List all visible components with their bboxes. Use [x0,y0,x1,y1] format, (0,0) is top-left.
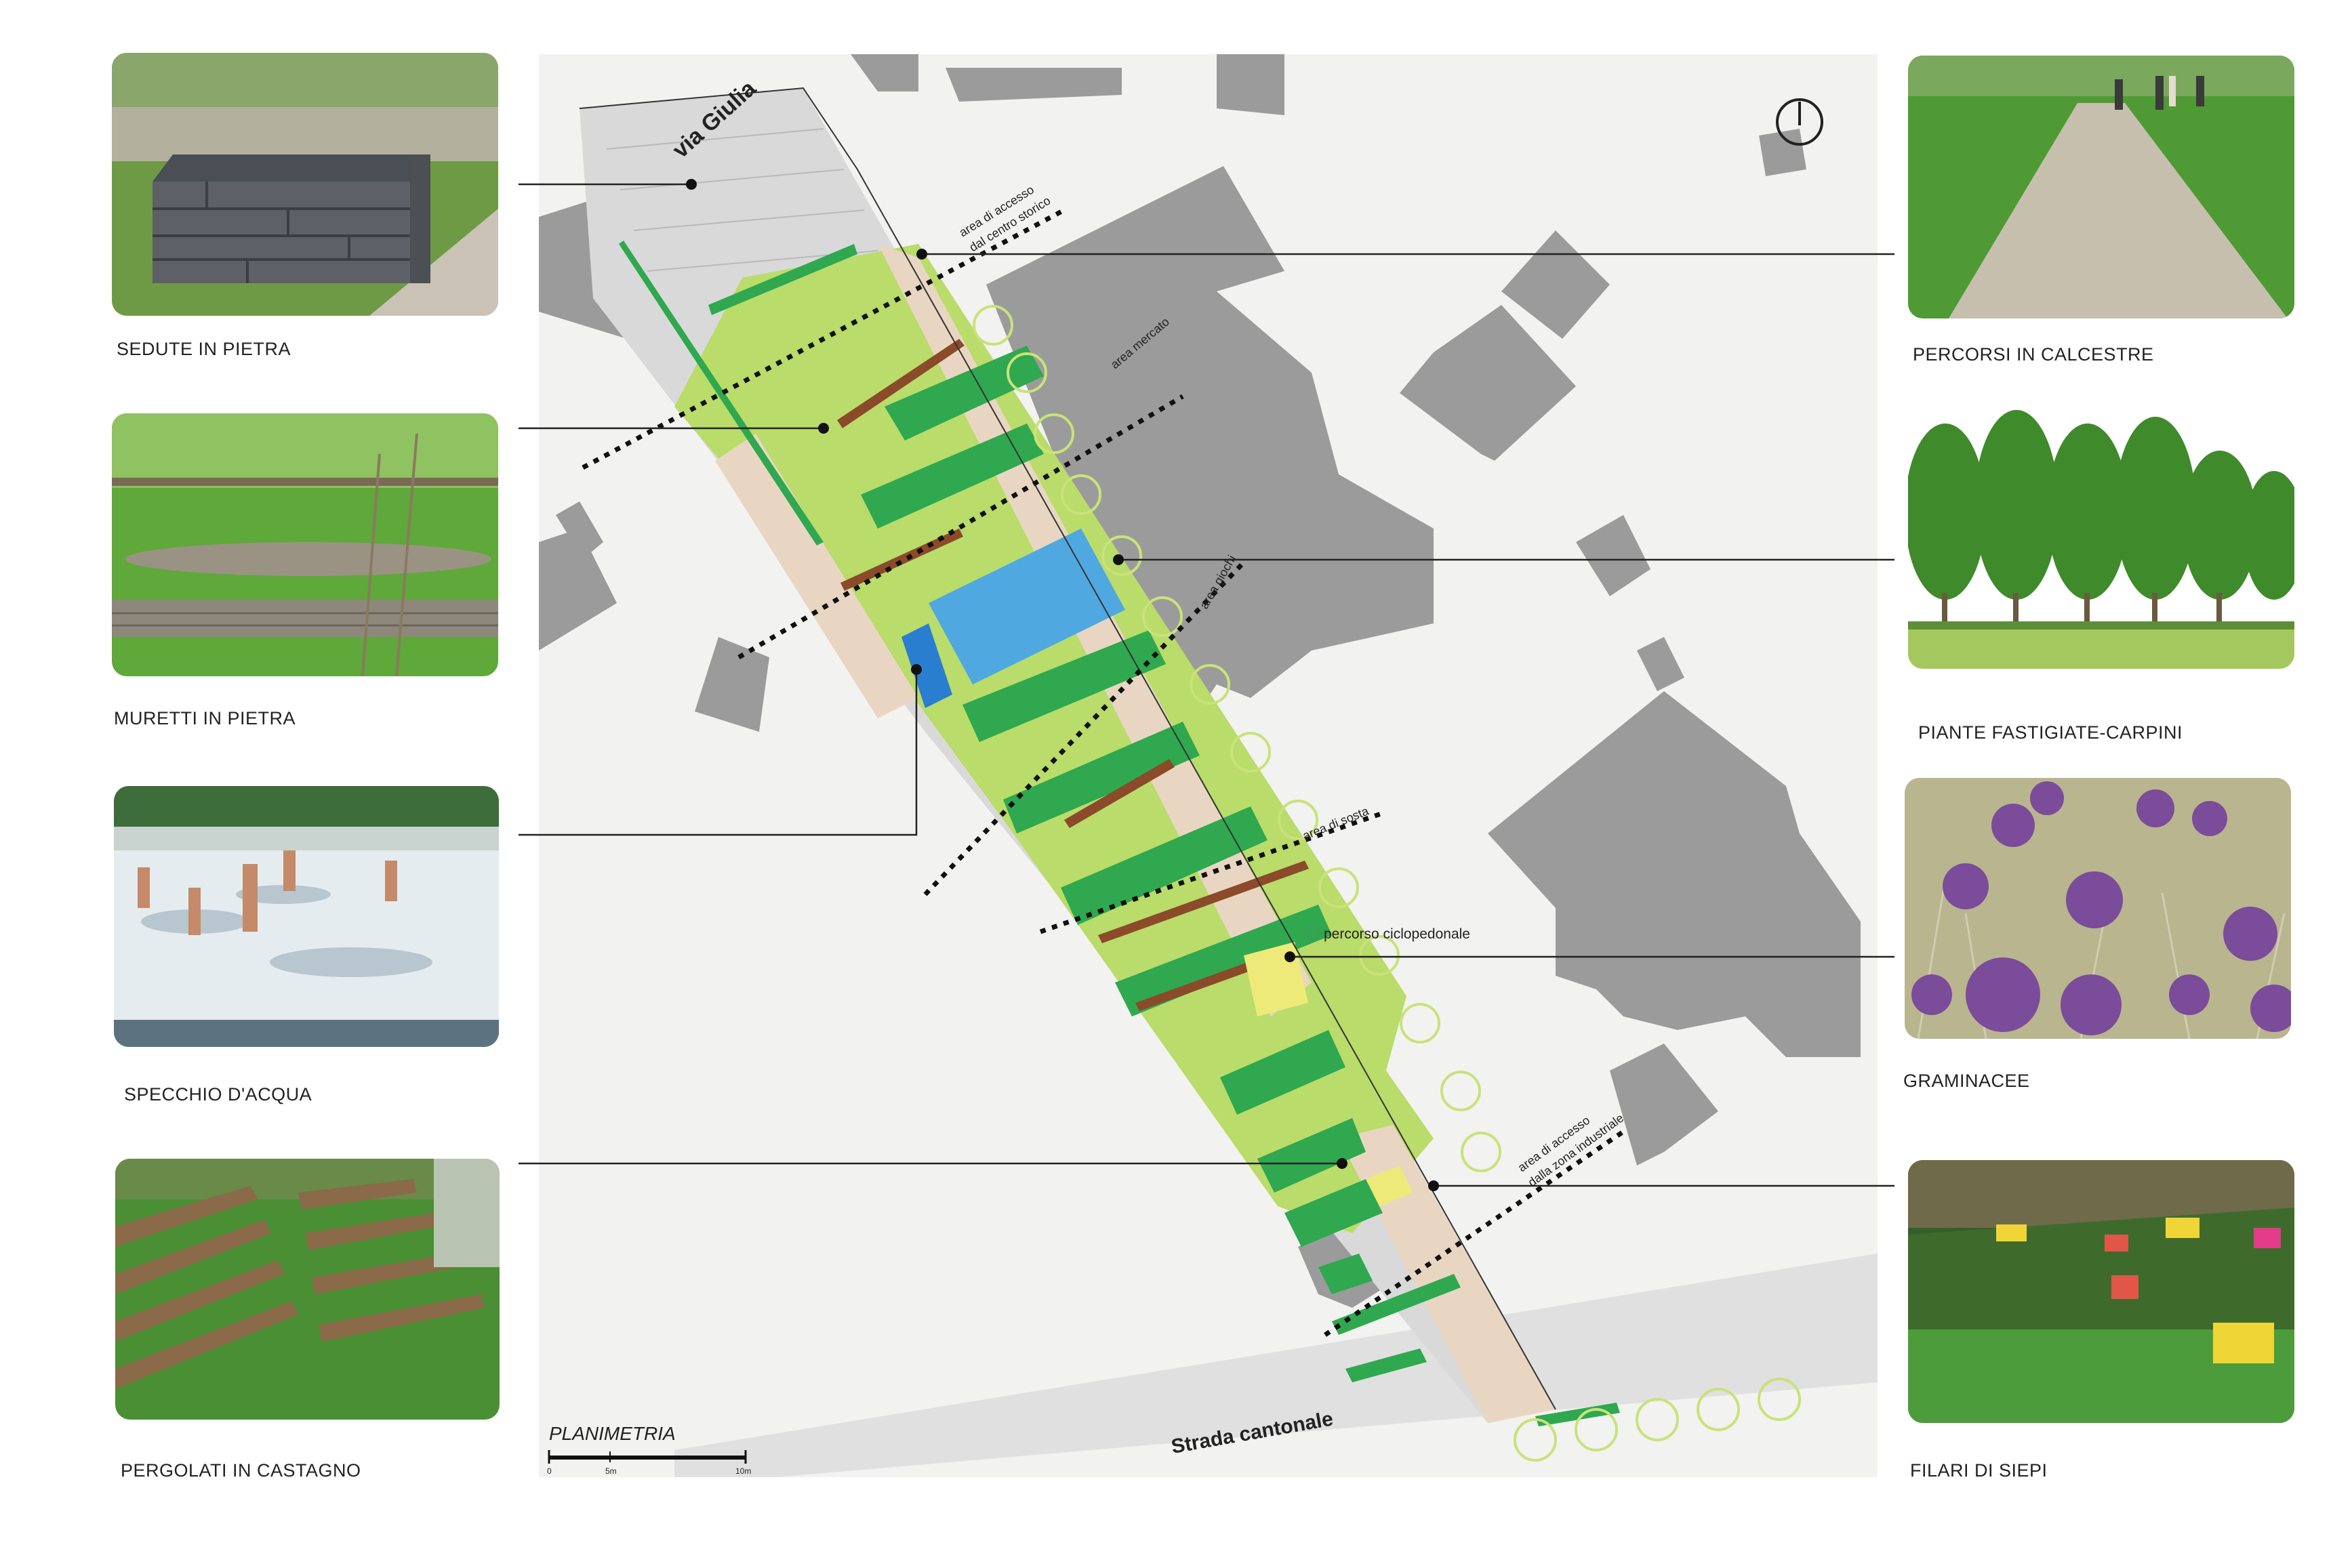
sand-path [878,244,1312,1016]
lawn-areas [674,244,1434,1233]
hornbeam-trees-image [1908,410,2294,669]
paving-lines [606,128,878,272]
caption-sedute: SEDUTE IN PIETRA [117,339,291,359]
plan-title: PLANIMETRIA [549,1423,676,1444]
caption-filari: FILARI DI SIEPI [1910,1460,2048,1481]
sand-path-2 [715,434,918,718]
caption-pergolati: PERGOLATI IN CASTAGNO [121,1460,361,1481]
section-lines [582,207,1625,1337]
caption-piante: PIANTE FASTIGIATE-CARPINI [1918,722,2183,743]
photo-ornamental-grasses [1905,778,2291,1039]
photo-water-pool [114,786,499,1047]
buildings [539,54,1861,1308]
planting-beds [619,241,1620,1426]
scale-bar: 0 5m 10m [547,1450,751,1476]
north-arrow-icon [1776,98,1823,146]
stone-walls-image [112,413,498,676]
scale-tick-0: 0 [547,1466,552,1476]
yellow-bed-2 [1366,1165,1413,1206]
gravel-path-image [1908,56,2294,318]
path-label: percorso ciclopedonale [1324,926,1470,942]
caption-graminacee: GRAMINACEE [1903,1071,2030,1091]
photo-hornbeam-trees [1908,410,2294,669]
corridor-outline [579,87,1556,1410]
chestnut-pergola-image [115,1159,500,1420]
hedge-rows-image [1908,1160,2294,1423]
caption-muretti: MURETTI IN PIETRA [114,708,296,728]
scale-tick-10: 10m [735,1466,751,1476]
photo-stone-walls [112,413,498,676]
caption-percorsi: PERCORSI IN CALCESTRE [1913,344,2154,365]
scale-tick-5: 5m [605,1466,617,1476]
photo-hedge-rows [1908,1160,2294,1423]
photo-stone-bench [112,53,498,316]
water-small [901,623,952,708]
stone-bench-image [112,53,498,316]
tree-row [973,305,1801,1462]
water-pool-image [114,786,499,1047]
photo-gravel-path [1908,56,2294,318]
photo-chestnut-pergola [115,1159,500,1420]
ornamental-grasses-image [1905,778,2291,1039]
masterplan-drawing: via Giulia Strada cantonale area di acce… [539,54,1878,1477]
road-strada-cantonale [674,1254,1878,1477]
bike-path-symbol [1306,926,1321,941]
water-mirror [929,529,1125,684]
caption-specchio: SPECCHIO D'ACQUA [124,1084,312,1105]
